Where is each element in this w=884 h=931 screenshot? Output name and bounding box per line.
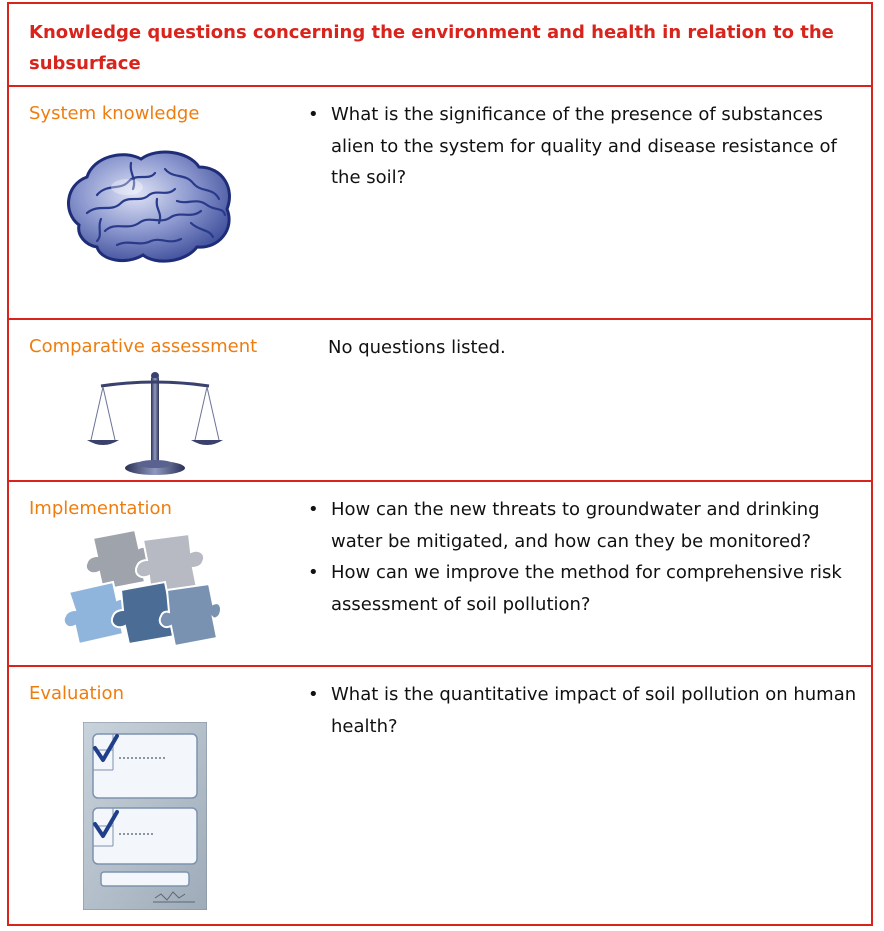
row-system-knowledge: System knowledge	[9, 87, 871, 320]
row-evaluation: Evaluation Wh	[9, 667, 871, 924]
puzzle-icon	[63, 530, 222, 648]
row-questions: What is the significance of the presence…	[306, 99, 862, 194]
row-comparative-assessment: Comparative assessment	[9, 320, 871, 482]
row-label: Evaluation	[29, 683, 124, 704]
brain-icon	[67, 150, 231, 263]
knowledge-questions-table: Knowledge questions concerning the envir…	[7, 2, 873, 926]
table-header: Knowledge questions concerning the envir…	[9, 4, 871, 87]
row-label: Comparative assessment	[29, 336, 258, 357]
row-label: Implementation	[29, 498, 172, 519]
question-item: How can the new threats to groundwater a…	[306, 494, 862, 557]
row-implementation: Implementation How can the new threats t…	[9, 482, 871, 667]
question-item: What is the quantitative impact of soil …	[306, 679, 862, 742]
question-item: What is the significance of the presence…	[306, 99, 862, 194]
scales-icon	[87, 372, 223, 475]
no-questions-note: No questions listed.	[328, 337, 506, 358]
question-item: How can we improve the method for compre…	[306, 557, 862, 620]
row-label: System knowledge	[29, 103, 200, 124]
checklist-icon	[83, 722, 207, 910]
table-title: Knowledge questions concerning the envir…	[29, 22, 834, 74]
row-questions: No questions listed.	[306, 332, 862, 364]
row-questions: How can the new threats to groundwater a…	[306, 494, 862, 620]
row-questions: What is the quantitative impact of soil …	[306, 679, 862, 742]
